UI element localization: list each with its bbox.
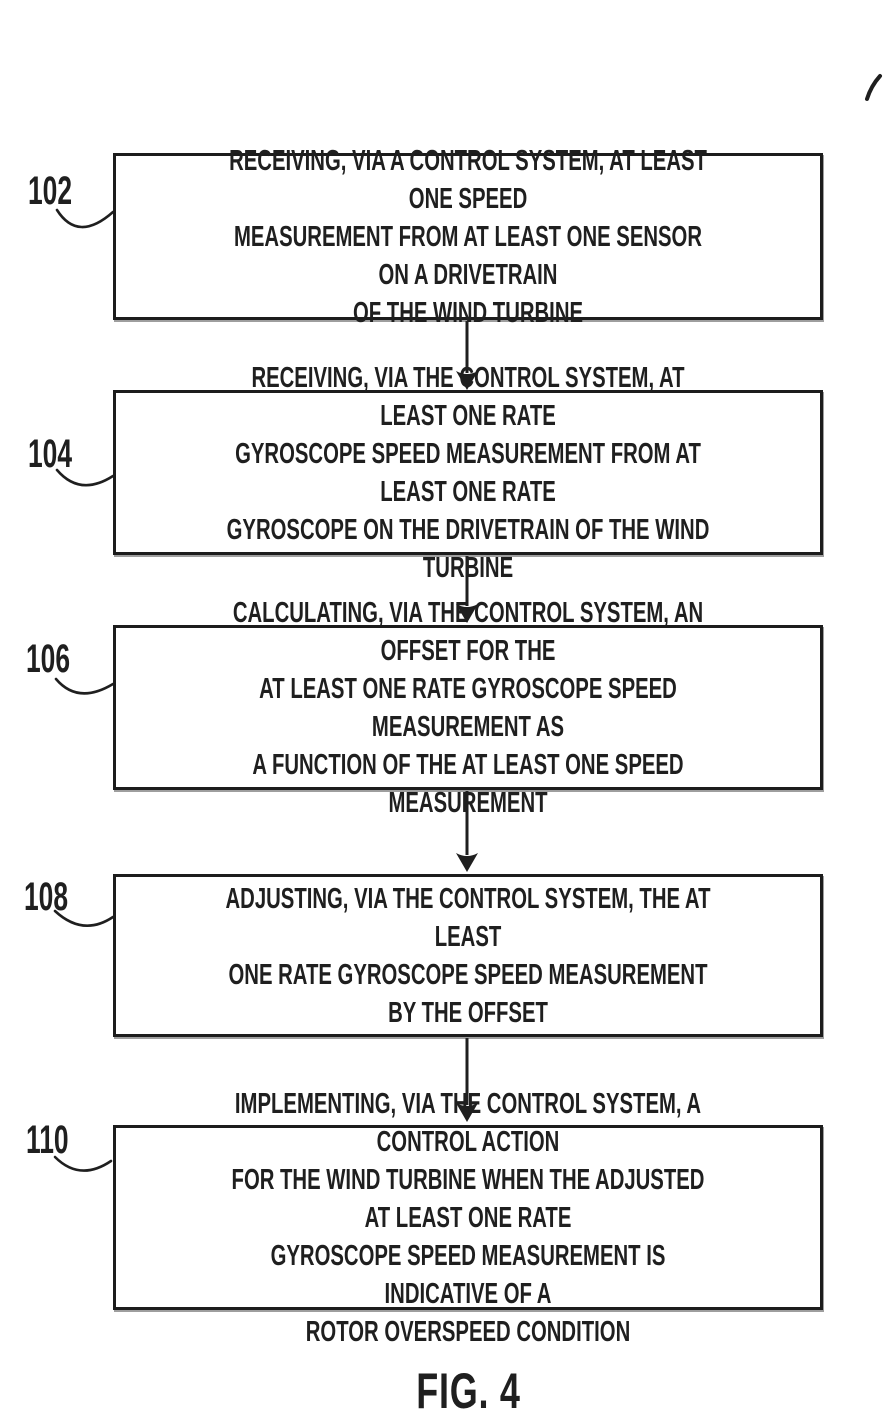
step-text-110: IMPLEMENTING, VIA THE CONTROL SYSTEM, A …	[231, 1087, 705, 1348]
step-text-108: ADJUSTING, VIA THE CONTROL SYSTEM, THE A…	[225, 882, 711, 1029]
step-ref-108: 108	[24, 875, 69, 919]
step-ref-102: 102	[28, 169, 73, 213]
stray-scan-mark	[865, 74, 882, 101]
step-text-102: RECEIVING, VIA A CONTROL SYSTEM, AT LEAS…	[229, 144, 707, 329]
step-box-106: CALCULATING, VIA THE CONTROL SYSTEM, AN …	[113, 597, 823, 819]
step-ref-106: 106	[26, 637, 71, 681]
step-ref-110: 110	[26, 1118, 69, 1162]
figure-caption-text: FIG. 4	[415, 1363, 521, 1417]
step-text-106: CALCULATING, VIA THE CONTROL SYSTEM, AN …	[232, 596, 704, 819]
step-text-104: RECEIVING, VIA THE CONTROL SYSTEM, AT LE…	[226, 361, 710, 584]
step-ref-104: 104	[28, 432, 73, 476]
step-box-102: RECEIVING, VIA A CONTROL SYSTEM, AT LEAS…	[113, 145, 823, 329]
step-box-104: RECEIVING, VIA THE CONTROL SYSTEM, AT LE…	[113, 362, 823, 584]
leader-line-106	[54, 677, 115, 695]
step-box-110: IMPLEMENTING, VIA THE CONTROL SYSTEM, A …	[113, 1088, 823, 1348]
flow-arrowhead	[456, 853, 478, 872]
step-box-108: ADJUSTING, VIA THE CONTROL SYSTEM, THE A…	[113, 874, 823, 1037]
figure-caption: FIG. 4	[113, 1366, 823, 1416]
